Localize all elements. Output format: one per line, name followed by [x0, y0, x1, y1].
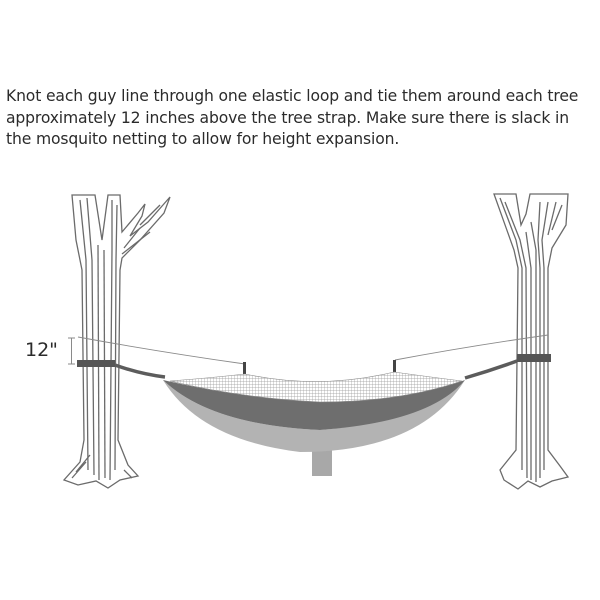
mosquito-netting	[169, 371, 463, 403]
instruction-text: Knot each guy line through one elastic l…	[6, 87, 579, 148]
tree-strap-left	[77, 360, 115, 367]
right-tree-illustration	[493, 193, 570, 490]
measurement-label: 12"	[25, 339, 58, 361]
suspension-strap-right	[464, 359, 518, 380]
suspension-strap-left	[114, 363, 166, 379]
stuff-sack	[312, 448, 332, 476]
tree-strap-right	[517, 354, 551, 362]
hammock-body-light	[163, 380, 465, 452]
guy-lines	[77, 334, 549, 365]
net-pole-left	[243, 362, 246, 375]
left-tree-illustration	[62, 194, 171, 489]
hammock-body-dark	[163, 380, 465, 430]
measurement-bracket	[68, 337, 75, 365]
net-pole-right	[393, 360, 396, 373]
